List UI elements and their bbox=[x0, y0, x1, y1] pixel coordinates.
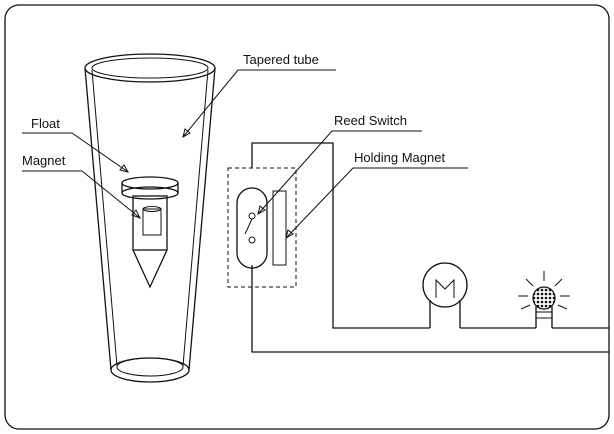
leader-lines bbox=[22, 69, 468, 240]
label-magnet: Magnet bbox=[22, 153, 66, 168]
label-holding-magnet: Holding Magnet bbox=[354, 150, 445, 165]
label-reed-switch: Reed Switch bbox=[334, 113, 407, 128]
diagram-frame bbox=[4, 4, 610, 430]
circuit-wires bbox=[251, 142, 609, 353]
label-float: Float bbox=[31, 116, 60, 131]
magnet bbox=[142, 206, 162, 236]
reed-switch bbox=[236, 187, 268, 269]
motor-icon bbox=[422, 262, 468, 328]
holding-magnet bbox=[272, 190, 287, 266]
lamp-icon bbox=[518, 271, 570, 328]
label-tapered-tube: Tapered tube bbox=[243, 52, 319, 67]
tapered-tube bbox=[84, 53, 216, 383]
float bbox=[121, 176, 179, 289]
